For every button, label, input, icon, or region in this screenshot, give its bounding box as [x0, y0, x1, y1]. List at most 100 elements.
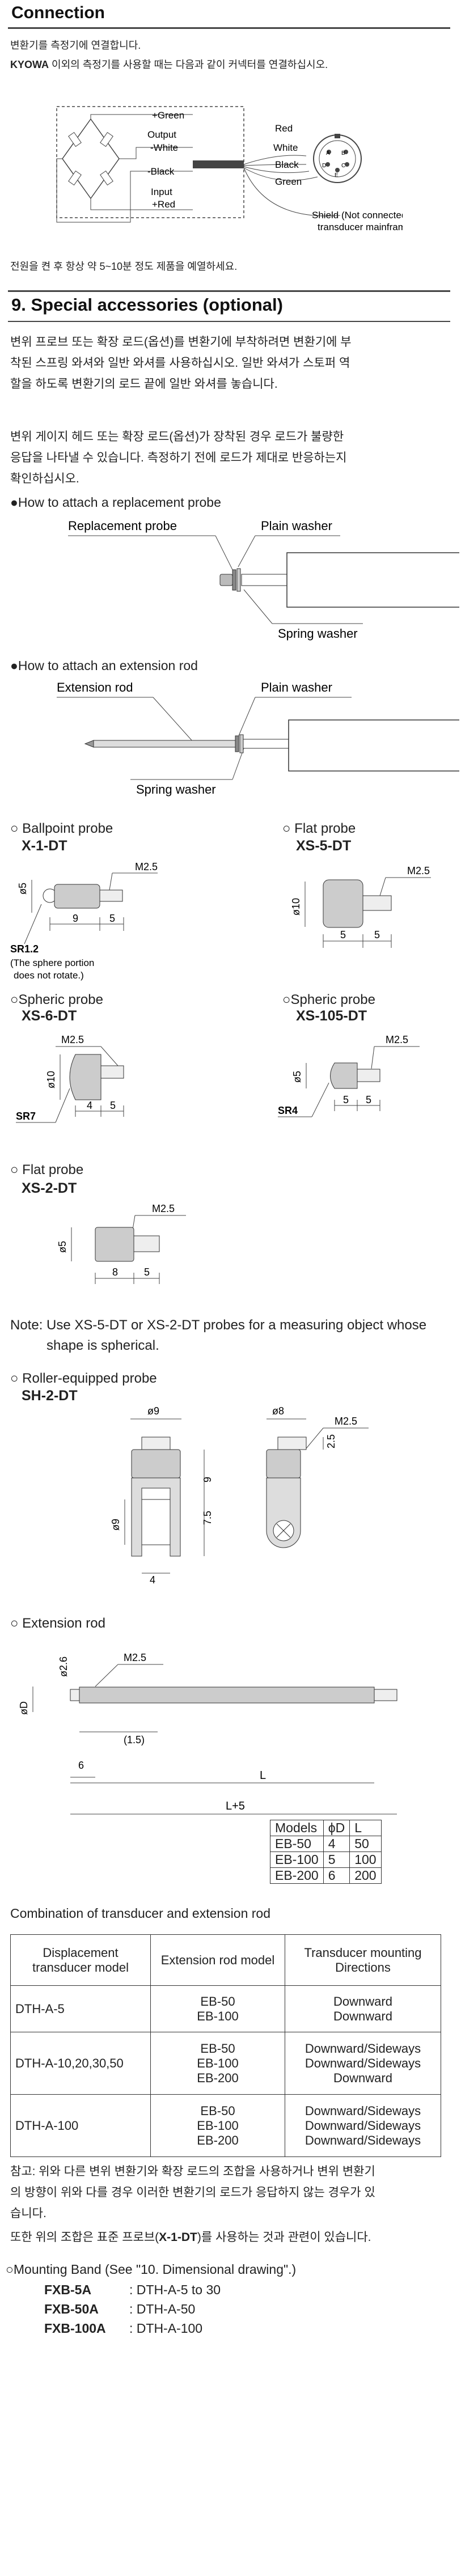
table-cell: 5	[323, 1852, 350, 1868]
bridge-circuit	[62, 118, 120, 200]
spheric6-probe-drawing: M2.5 ø10 4 5 SR7	[16, 1034, 124, 1123]
table-cell: 50	[349, 1836, 382, 1852]
diagram-label: Spring washer	[278, 626, 358, 641]
table-cell: 4	[323, 1836, 350, 1852]
roller-body	[131, 1449, 181, 1478]
standard-probe-note: 또한 위의 조합은 표준 프로브(X-1-DT)를 사용하는 것과 관련이 있습…	[10, 2231, 371, 2244]
dim-label: ø8	[272, 1405, 284, 1417]
dim-label: 5	[109, 913, 115, 924]
transducer-body	[286, 552, 459, 608]
probe-code: XS-2-DT	[22, 1180, 77, 1196]
flat5-probe-drawing: ø10 M2.5 5 5	[290, 865, 431, 948]
table-header: Models	[270, 1820, 324, 1836]
para-line: 응답을 나타낼 수 있습니다. 측정하기 전에 로드가 제대로 반응하는지	[10, 451, 347, 464]
band-row: FXB-5A: DTH-A-5 to 30	[44, 2282, 221, 2297]
connector-label: Green	[275, 176, 302, 187]
rod-tip	[84, 740, 94, 748]
dim-label: SR1.2	[10, 943, 39, 955]
probe-name: ○ Flat probe	[10, 1162, 84, 1177]
connection-title: Connection	[11, 3, 105, 22]
connection-intro2: KYOWA 이외의 측정기를 사용할 때는 다음과 같이 커넥터를 연결하십시오…	[10, 54, 450, 75]
table-cell: 6	[323, 1867, 350, 1884]
dim-label: ø5	[17, 883, 28, 895]
diagram-label: Plain washer	[261, 519, 332, 533]
svg-text:E: E	[335, 172, 339, 179]
brand-name: KYOWA	[10, 59, 49, 70]
connector-label: White	[273, 142, 298, 153]
probe-note: does not rotate.)	[14, 970, 84, 981]
accessories-title: 9. Special accessories (optional)	[11, 295, 283, 315]
section-rule	[8, 321, 450, 322]
mounting-band-title: ○Mounting Band (See "10. Dimensional dra…	[6, 2262, 297, 2277]
roller-probe-drawing: ø9 ø8 M2.5 ø9 9 7.5 4 2.5	[110, 1405, 369, 1584]
dim-label: ø2.6	[58, 1656, 69, 1677]
probe-name: ○ Ballpoint probe	[10, 821, 113, 836]
dim-label: ø5	[291, 1071, 303, 1083]
probe-code: XS-5-DT	[296, 838, 352, 854]
dim-label: ø5	[57, 1241, 68, 1253]
dim-label: ø9	[147, 1405, 159, 1417]
probe-code: SH-2-DT	[22, 1388, 78, 1404]
shield-note: Shield (Not connected to	[312, 210, 403, 221]
note-line: shape is spherical.	[46, 1338, 159, 1353]
replacement-probe-diagram: Replacement probe Plain washer Spring wa…	[68, 519, 459, 641]
dim-label: 5	[110, 1100, 116, 1111]
para-line: 변위 게이지 헤드 또는 확장 로드(옵션)가 장착된 경우 로드가 불량한	[10, 430, 344, 443]
para-line: 착된 스프링 와셔와 일반 와셔를 사용하십시오. 일반 와셔가 스토퍼 역	[10, 357, 350, 370]
probe-tip	[219, 574, 233, 586]
ballpoint-probe-drawing: ø5 M2.5 9 5 SR1.2 (The sphere portion do…	[10, 861, 158, 981]
table-cell: EB-100	[270, 1852, 324, 1868]
wiring-diagram: +Green Output -White -Black Input +Red R…	[56, 106, 403, 232]
rod-body	[79, 1687, 375, 1704]
table-cell: DTH-A-100	[10, 2094, 151, 2157]
table-cell: 200	[349, 1867, 382, 1884]
bridge-label: Output	[147, 129, 176, 140]
probe-name: ○ Roller-equipped probe	[10, 1371, 157, 1386]
probe-name: ○ Flat probe	[282, 821, 356, 836]
accessories-para2: 변위 게이지 헤드 또는 확장 로드(옵션)가 장착된 경우 로드가 불량한 응…	[10, 426, 450, 489]
dim-label: ø9	[110, 1519, 121, 1531]
dim-label: 5	[366, 1094, 371, 1105]
dim-label: SR4	[278, 1105, 298, 1116]
dim-label: M2.5	[135, 861, 158, 872]
probe-note: (The sphere portion	[10, 957, 94, 968]
dim-label: 5	[374, 929, 380, 940]
note-line: 의 방향이 위와 다를 경우 이러한 변환기의 로드가 응답하지 않는 경우가 …	[10, 2186, 375, 2199]
para-line: 확인하십시오.	[10, 472, 79, 485]
para-line: 할을 하도록 변환기의 로드 끝에 일반 와셔를 놓습니다.	[10, 378, 278, 391]
dim-label: L+5	[226, 1800, 245, 1812]
dim-label: SR7	[16, 1111, 36, 1122]
table-header: Transducer mounting Directions	[285, 1934, 441, 1986]
svg-text:B: B	[341, 150, 345, 156]
connector-label: Black	[275, 159, 299, 170]
table-row: EB-50 4 50	[270, 1836, 382, 1852]
dim-label: ø10	[290, 898, 302, 916]
svg-text:D: D	[322, 163, 326, 169]
dim-label: M2.5	[124, 1652, 146, 1663]
table-row: EB-200 6 200	[270, 1867, 382, 1884]
dim-label: 6	[78, 1760, 84, 1771]
connection-intro: 변환기를 측정기에 연결합니다.	[10, 40, 141, 51]
dim-label: M2.5	[61, 1034, 84, 1045]
probe-code: XS-6-DT	[22, 1008, 77, 1024]
note-line: 습니다.	[10, 2207, 46, 2220]
table-cell: DTH-A-5	[10, 1985, 151, 2032]
dim-label: 5	[340, 929, 346, 940]
dim-label: M2.5	[152, 1203, 175, 1214]
flat2-probe-drawing: M2.5 ø5 8 5	[57, 1203, 186, 1284]
section-rule	[8, 27, 450, 29]
transducer-body	[288, 719, 459, 772]
diagram-label: Spring washer	[136, 782, 216, 796]
table-header: Extension rod model	[150, 1934, 285, 1986]
table-header: ϕD	[323, 1820, 350, 1836]
note-line: 참고: 위와 다른 변위 변환기와 확장 로드의 조합을 사용하거나 변위 변환…	[10, 2165, 375, 2178]
table-cell: EB-50	[270, 1836, 324, 1852]
bridge-label: +Green	[152, 110, 184, 121]
